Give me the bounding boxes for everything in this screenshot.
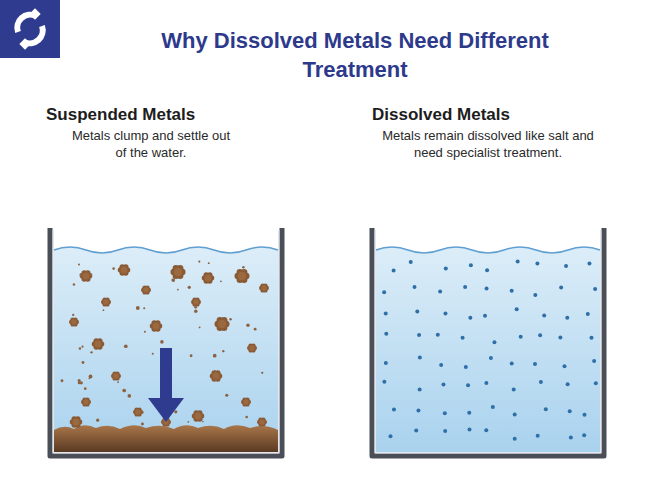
panel-description: Metals clump and settle out of the water… [66,127,236,161]
panel-heading: Suspended Metals [46,104,291,125]
settling-tank-illustration [46,226,286,460]
dissolved-tank-illustration [368,226,608,460]
tank-panel: Dissolved MetalsMetals remain dissolved … [372,104,612,460]
panel-description: Metals remain dissolved like salt and ne… [372,127,604,161]
brand-logo [0,0,60,58]
diagram-title: Why Dissolved Metals Need Different Trea… [130,26,580,84]
tank-panel: Suspended MetalsMetals clump and settle … [46,104,291,460]
panel-heading: Dissolved Metals [372,104,612,125]
